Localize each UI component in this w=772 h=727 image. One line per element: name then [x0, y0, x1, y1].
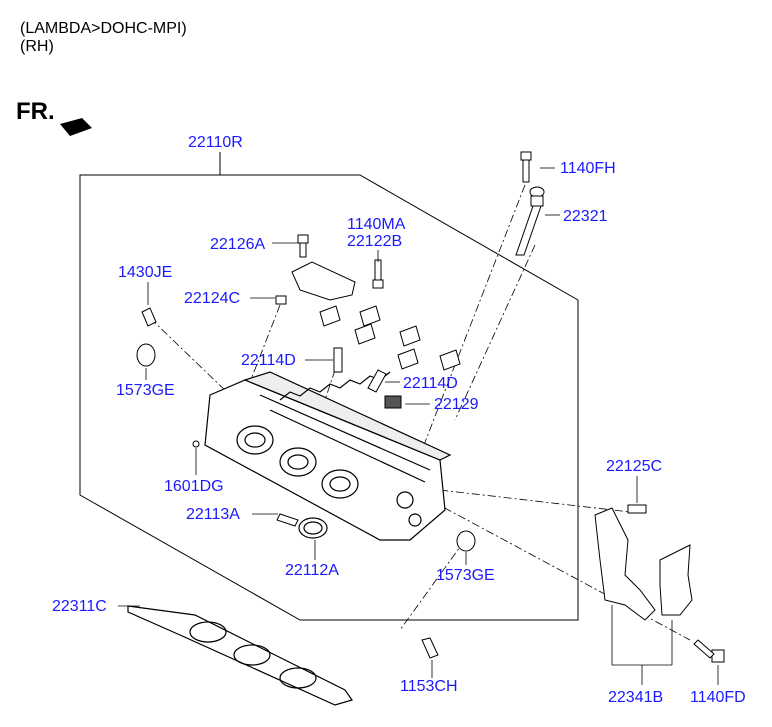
part-label-22126A[interactable]: 22126A: [210, 236, 266, 253]
bolt-1140FH: [520, 151, 532, 183]
part-label-22110R[interactable]: 22110R: [188, 134, 243, 151]
pin-22113A: [276, 513, 299, 527]
front-arrow-icon: [60, 118, 92, 136]
dowel-1601DG: [192, 440, 200, 448]
part-label-22129[interactable]: 22129: [434, 396, 479, 413]
model-line: (LAMBDA>DOHC-MPI): [20, 20, 187, 37]
part-label-22122B[interactable]: 22122B: [347, 233, 403, 250]
stud-22125C: [627, 504, 647, 514]
part-label-22321[interactable]: 22321: [563, 208, 608, 225]
bolt-1140FD: [693, 639, 725, 663]
part-label-1153CH[interactable]: 1153CH: [400, 678, 458, 695]
stud-1153CH: [421, 637, 439, 659]
part-label-1140MA[interactable]: 1140MA: [347, 216, 406, 233]
cam-caps: [319, 305, 461, 371]
part-label-22124C[interactable]: 22124C: [184, 290, 241, 307]
plug-1573GE-b: [456, 530, 476, 552]
leader-lines: [118, 167, 719, 685]
plug-1430JE: [141, 307, 157, 327]
bearing-cap-22124C: [275, 261, 356, 305]
bolt-22122B: [372, 259, 384, 289]
seal-22112A: [298, 517, 328, 539]
bracket-22341B: [594, 507, 693, 621]
plug-1573GE-a: [136, 343, 156, 367]
part-label-22311C[interactable]: 22311C: [52, 598, 107, 615]
part-label-1573GE-b[interactable]: 1573GE: [436, 567, 495, 584]
part-label-22341B[interactable]: 22341B: [608, 689, 664, 706]
part-label-22114D-a[interactable]: 22114D: [241, 352, 296, 369]
cylinder-head: [204, 371, 452, 541]
part-label-1140FH[interactable]: 1140FH: [560, 160, 616, 177]
side-line: (RH): [20, 38, 54, 55]
bolt-22321: [515, 186, 545, 256]
seal-22129: [384, 395, 402, 409]
part-label-1430JE[interactable]: 1430JE: [118, 264, 173, 281]
part-label-1601DG[interactable]: 1601DG: [164, 478, 224, 495]
front-marker-label: FR.: [16, 98, 55, 125]
pin-22114D: [333, 347, 387, 393]
part-label-22112A[interactable]: 22112A: [285, 562, 339, 579]
part-label-1573GE-a[interactable]: 1573GE: [116, 382, 175, 399]
gasket-22311C: [127, 605, 353, 706]
part-label-22125C[interactable]: 22125C: [606, 458, 663, 475]
part-label-22114D-b[interactable]: 22114D: [403, 375, 458, 392]
assembly-boundary: [79, 174, 579, 621]
part-label-1140FD[interactable]: 1140FD: [690, 689, 746, 706]
bolt-22126A: [297, 234, 309, 258]
part-label-22113A[interactable]: 22113A: [186, 506, 240, 523]
